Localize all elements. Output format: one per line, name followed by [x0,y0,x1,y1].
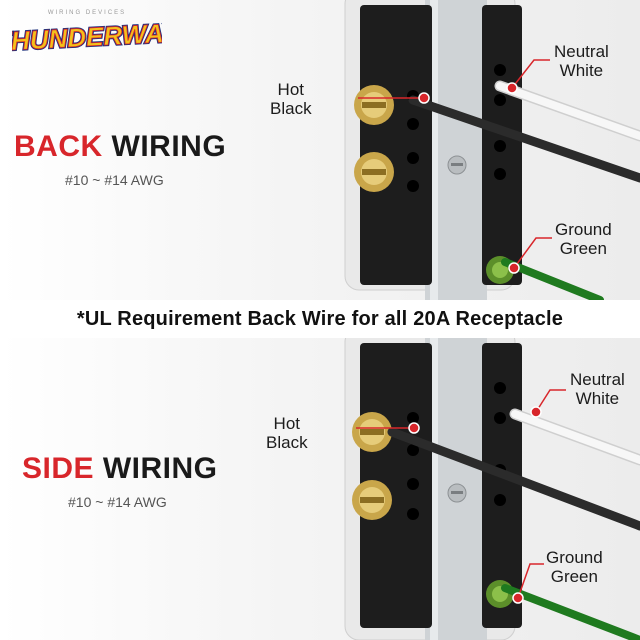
hot-callout: Hot Black [266,414,308,452]
title-accent: BACK [14,130,103,163]
back-wiring-panel: WIRING DEVICES THUNDERWAY THUNDERWAY BAC… [0,0,640,300]
awg-range: #10 ~ #14 AWG [68,494,167,510]
neutral-color-label: White [559,61,604,80]
hot-color-label: Black [270,99,312,118]
ground-label: Ground [546,548,603,567]
neutral-callout: Neutral White [554,42,609,80]
section-title: SIDE WIRING [22,452,218,486]
ground-color-label: Green [550,567,598,586]
awg-range: #10 ~ #14 AWG [65,172,164,188]
title-accent: SIDE [22,452,95,485]
banner-text: *UL Requirement Back Wire for all 20A Re… [76,307,564,330]
section-title: BACK WIRING [14,130,226,164]
ground-label: Ground [555,220,612,239]
thunderway-logo: WIRING DEVICES THUNDERWAY THUNDERWAY [12,10,162,58]
ground-color-label: Green [559,239,607,258]
receptacle-back-view [344,0,640,300]
title-rest: WIRING [102,130,227,163]
neutral-callout: Neutral White [570,370,625,408]
receptacle-side-view [344,338,640,640]
hot-label: Hot [277,80,305,99]
title-rest: WIRING [94,452,218,485]
neutral-label: Neutral [570,370,625,389]
ground-callout: Ground Green [546,548,603,586]
brass-screw [354,85,394,125]
neutral-color-label: White [575,389,620,408]
side-wiring-panel: SIDE WIRING #10 ~ #14 AWG [0,338,640,640]
neutral-label: Neutral [554,42,609,61]
ul-requirement-banner: *UL Requirement Back Wire for all 20A Re… [0,300,640,338]
hot-callout: Hot Black [270,80,312,118]
ground-callout: Ground Green [555,220,612,258]
hot-label: Hot [273,414,301,433]
hot-color-label: Black [266,433,308,452]
svg-text:WIRING DEVICES: WIRING DEVICES [48,10,126,16]
